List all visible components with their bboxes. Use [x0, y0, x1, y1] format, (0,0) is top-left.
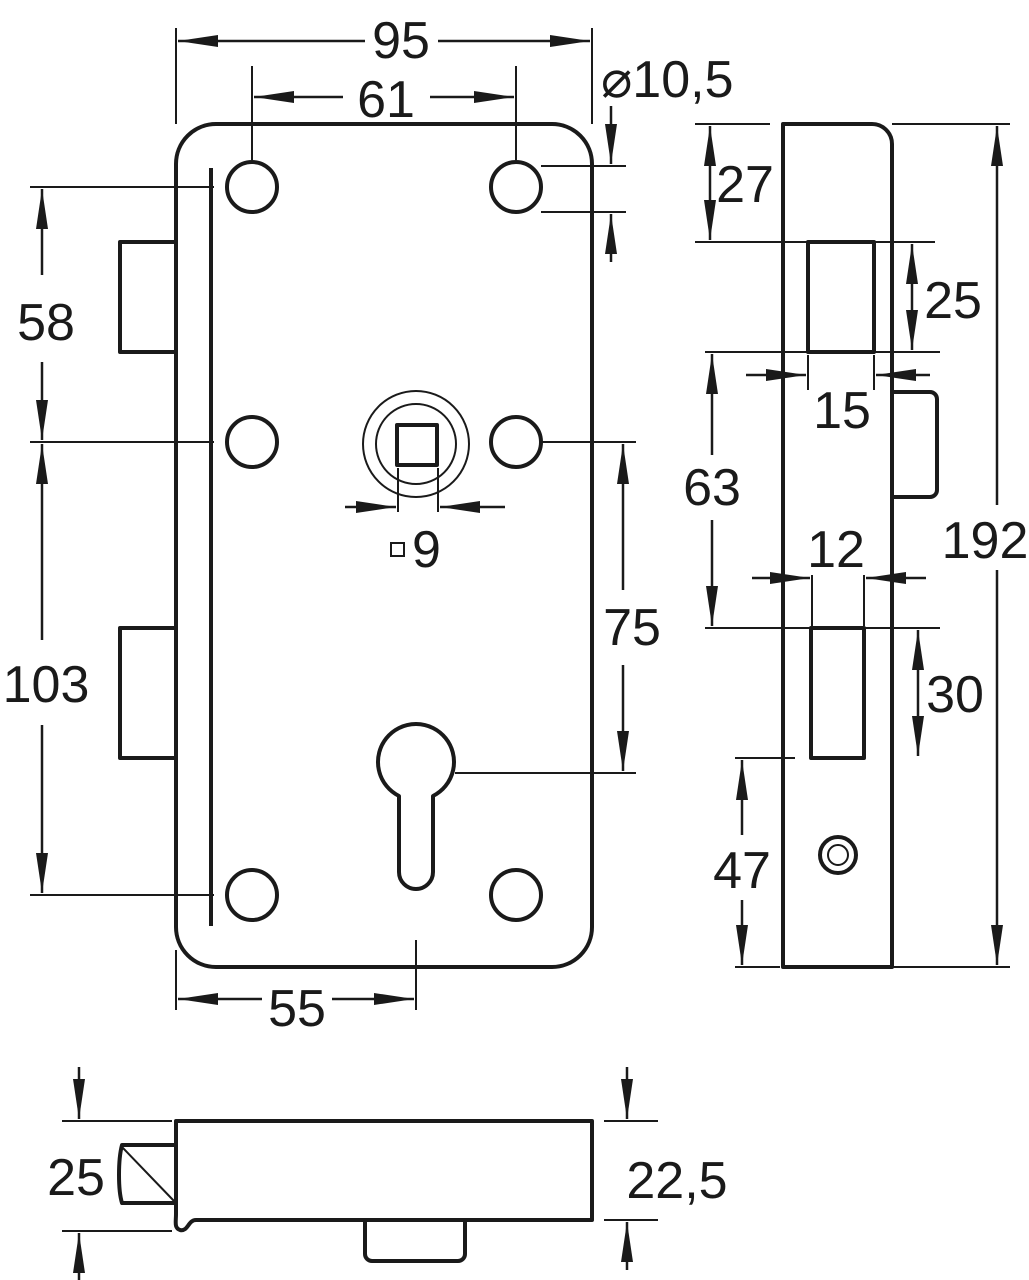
- dim-overall-depth-25: 25: [47, 1149, 105, 1207]
- mounting-hole: [225, 868, 279, 922]
- dim-hole-diameter: ⌀10,5: [601, 51, 734, 109]
- front-view: 95 61 ⌀10,5 58 103 75: [3, 12, 734, 1038]
- dim-case-depth-22-5: 22,5: [626, 1152, 727, 1210]
- cylinder-keyhole: [376, 722, 456, 891]
- forend-plate: [781, 122, 894, 969]
- square-symbol-icon: [390, 542, 405, 557]
- dim-bolt-to-bottom-47: 47: [713, 842, 771, 900]
- dim-bolt-width-12: 12: [807, 521, 865, 579]
- dim-top-to-latch-27: 27: [716, 156, 774, 214]
- bottom-view: 25 22,5: [47, 1067, 728, 1280]
- mounting-hole: [489, 415, 543, 469]
- dim-backset-55: 55: [268, 980, 326, 1038]
- mounting-holes: [225, 160, 543, 922]
- lock-case-plate: [174, 122, 594, 969]
- latch-bevel-diagonal: [121, 1146, 175, 1202]
- dim-total-height-192: 192: [942, 512, 1029, 570]
- dim-hole-spacing-61: 61: [357, 71, 415, 129]
- dim-spindle-9: 9: [412, 521, 441, 579]
- dim-spindle-to-cylinder-75: 75: [603, 599, 661, 657]
- dim-bolt-height-30: 30: [926, 666, 984, 724]
- square-spindle-hole: [395, 423, 439, 467]
- bolt-profile: [363, 1220, 467, 1263]
- mounting-hole: [489, 868, 543, 922]
- bolt-stub: [118, 626, 178, 760]
- latch-opening: [806, 240, 876, 354]
- mounting-hole: [225, 415, 279, 469]
- side-latch-projection: [892, 390, 939, 499]
- forend-screw-inner: [827, 844, 849, 866]
- dim-latch-width-15: 15: [813, 382, 871, 440]
- side-view: 27 25 15 63 12 30 47: [683, 122, 1029, 969]
- dim-upper-spacing-58: 58: [17, 294, 75, 352]
- dim-lower-spacing-103: 103: [3, 656, 90, 714]
- dim-latch-height-25: 25: [924, 272, 982, 330]
- mounting-hole: [225, 160, 279, 214]
- dim-latch-to-bolt-63: 63: [683, 459, 741, 517]
- spindle-hub: [362, 390, 470, 498]
- latch-bevel: [117, 1143, 176, 1205]
- forend-screw: [818, 835, 858, 875]
- mounting-hole: [489, 160, 543, 214]
- latch-stub: [118, 240, 178, 354]
- case-body-profile: [173, 1119, 594, 1233]
- dim-width-95: 95: [372, 12, 430, 70]
- bolt-opening: [809, 626, 866, 760]
